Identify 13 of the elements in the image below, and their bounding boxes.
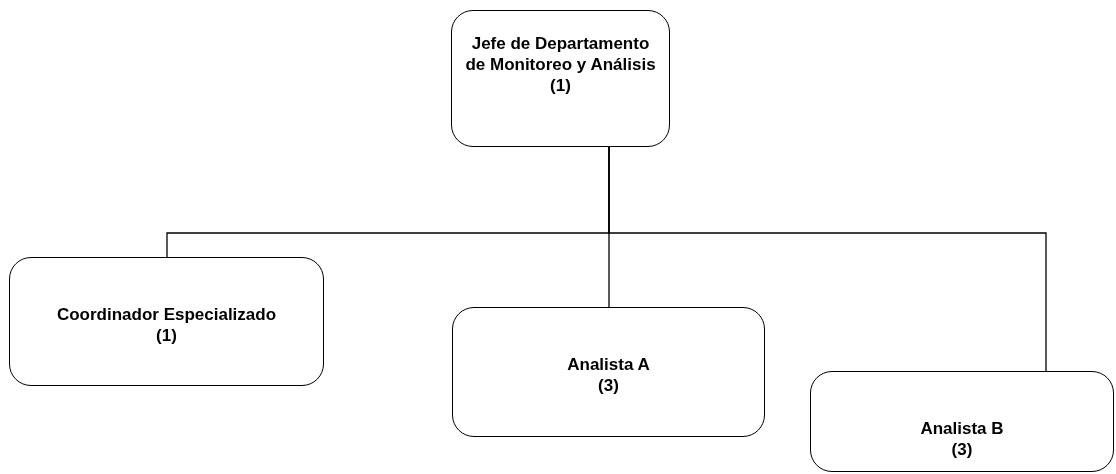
- position-box: [810, 371, 1114, 472]
- connector-line: [608, 146, 1047, 372]
- staff-count: (3): [951, 439, 973, 460]
- position-title: Jefe de Departamento de Monitoreo y Análisis: [464, 33, 657, 75]
- position-title: Analista B: [920, 418, 1004, 439]
- position-box: [452, 307, 765, 437]
- staff-count: (1): [550, 75, 571, 96]
- position-title: Analista A: [567, 354, 650, 375]
- position-box: [451, 10, 670, 147]
- staff-count: (1): [156, 325, 177, 346]
- position-title: Coordinador Especializado: [56, 304, 277, 325]
- position-box: [9, 257, 324, 386]
- staff-count: (3): [598, 375, 619, 396]
